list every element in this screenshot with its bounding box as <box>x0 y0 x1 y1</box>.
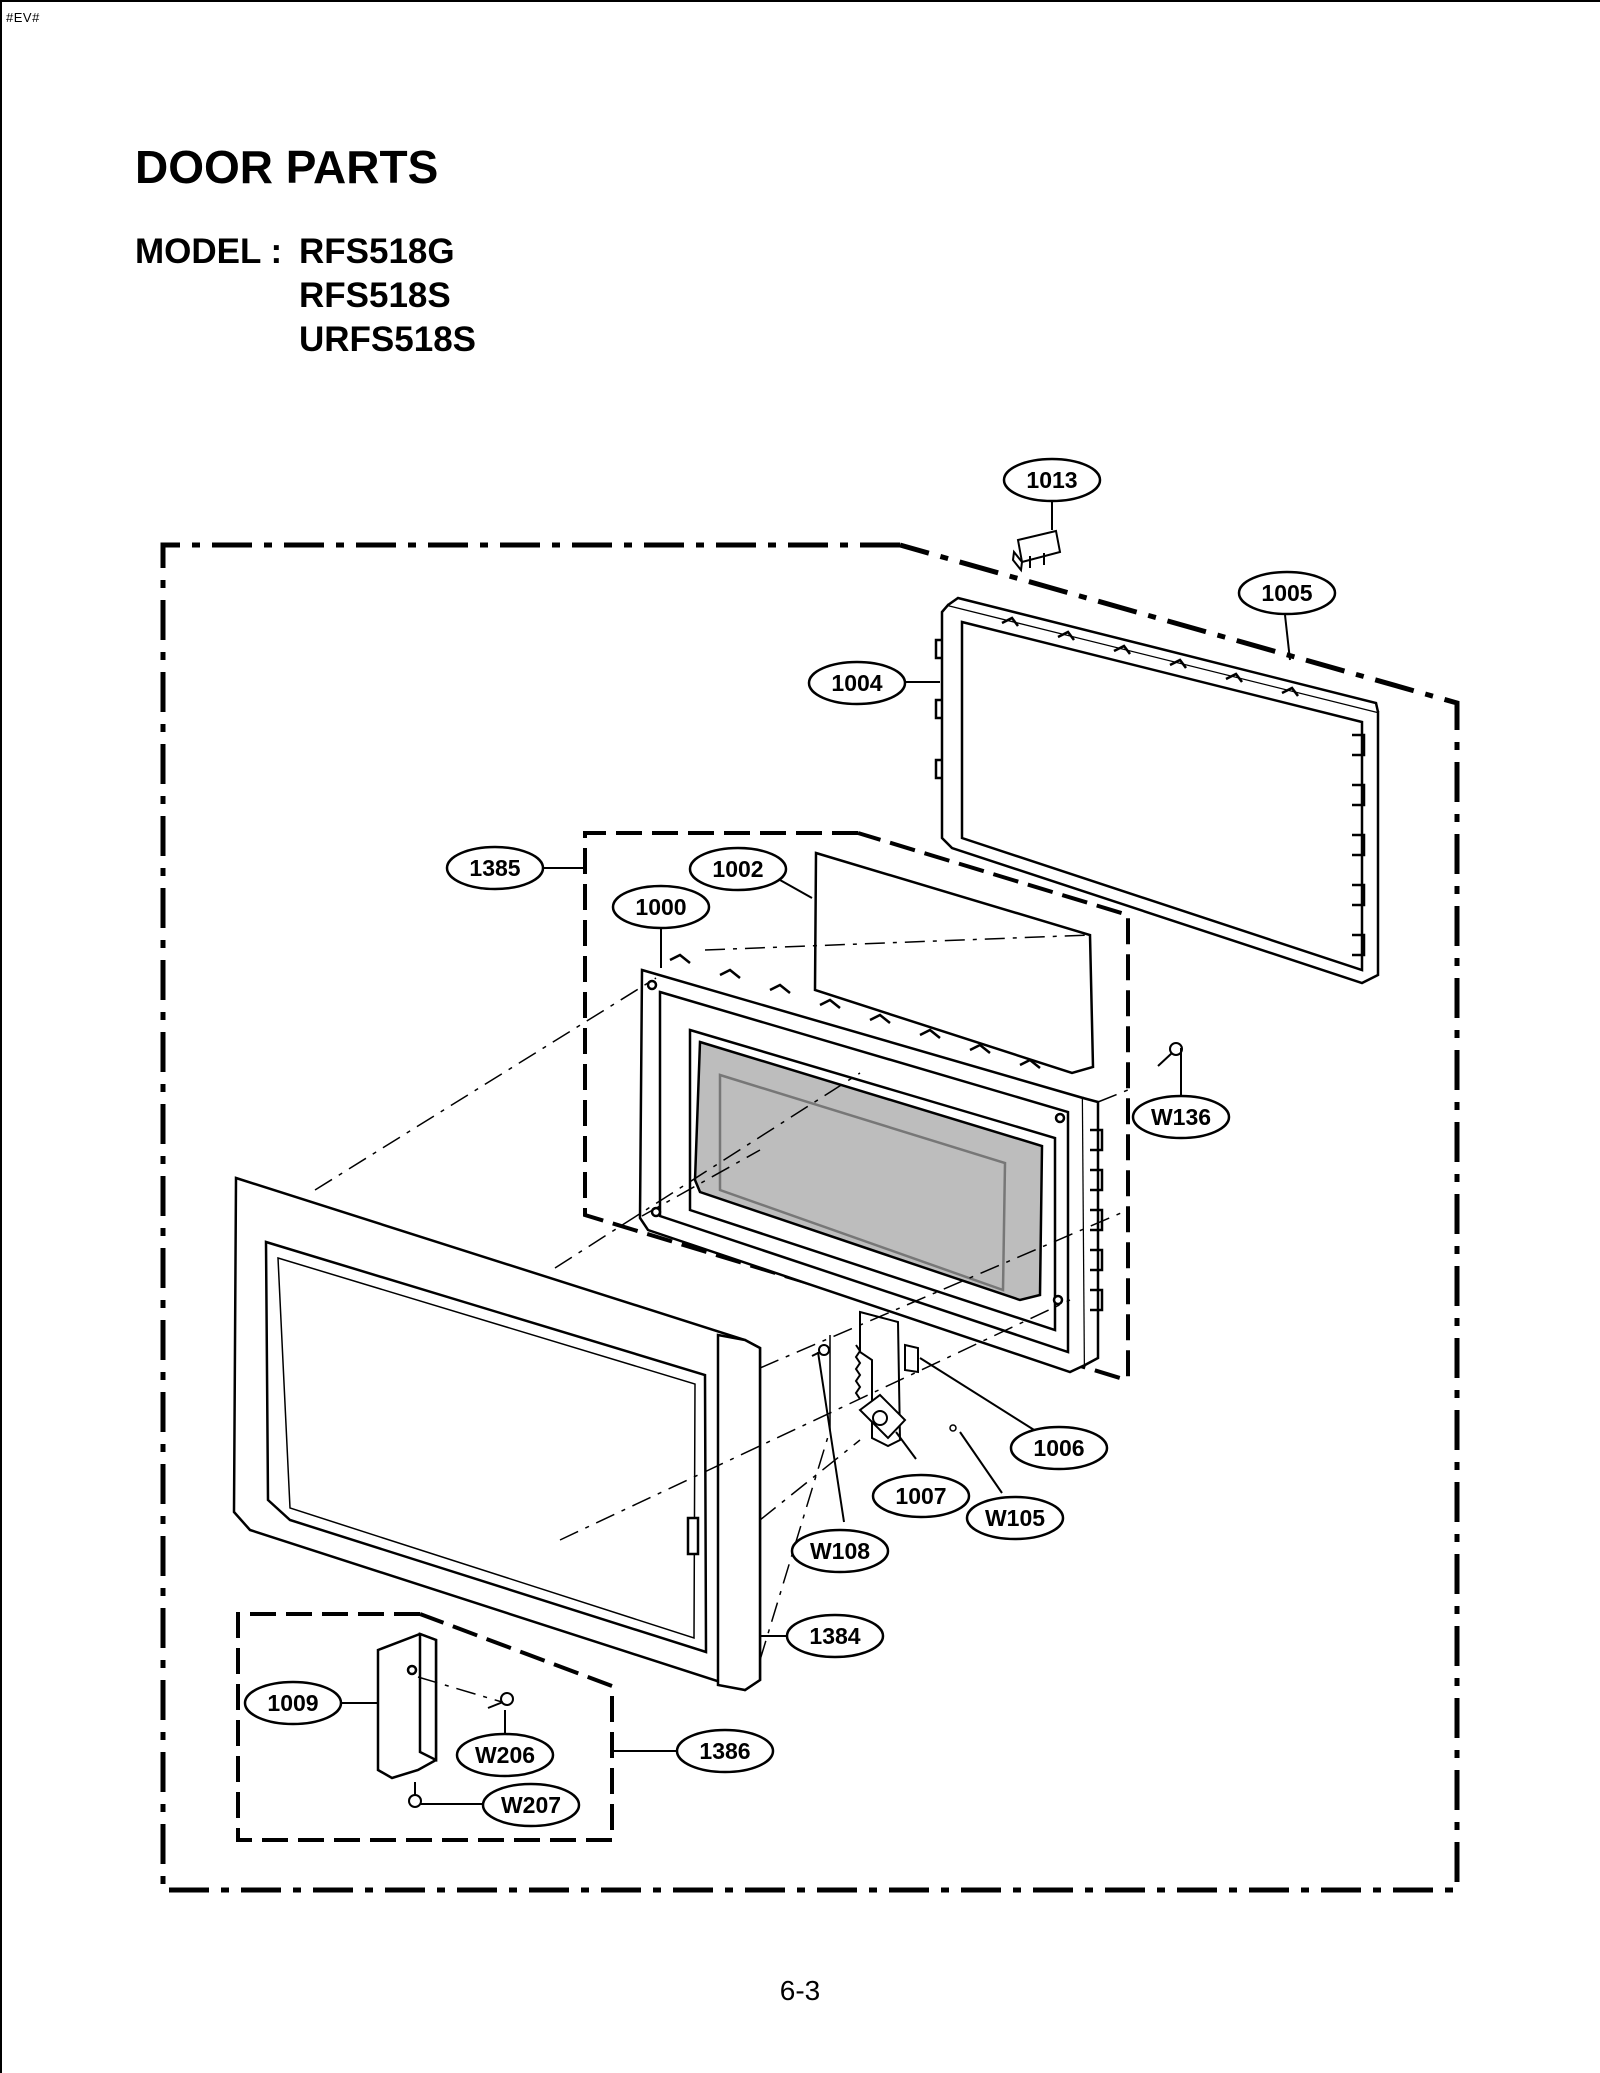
screw-w108 <box>811 1344 830 1357</box>
callout-1006: 1006 <box>1009 1425 1109 1471</box>
inner-door-group-boundary <box>583 831 1130 1380</box>
callout-1002: 1002 <box>688 846 788 892</box>
callout-w206: W206 <box>455 1732 555 1778</box>
part-1384-outer-door <box>232 1176 762 1692</box>
screw-w207 <box>408 1782 422 1808</box>
model-rfs518g: RFS518G <box>299 232 455 271</box>
callout-label: W206 <box>475 1742 535 1768</box>
page-number: 6-3 <box>779 1975 821 2006</box>
callout-label: 1384 <box>809 1623 860 1649</box>
screw-w105 <box>949 1424 957 1432</box>
callout-label: W136 <box>1151 1104 1211 1130</box>
model-label: MODEL : <box>135 232 283 271</box>
handle-group-boundary <box>236 1612 614 1842</box>
callout-1005: 1005 <box>1237 570 1337 616</box>
part-1006-1007-hook-lever <box>829 1310 919 1448</box>
callout-label: W105 <box>985 1505 1045 1531</box>
callout-w108: W108 <box>790 1528 890 1574</box>
callout-label: 1013 <box>1026 467 1077 493</box>
callout-label: 1002 <box>712 856 763 882</box>
callout-label: W108 <box>810 1538 870 1564</box>
outer-assembly-boundary <box>160 542 1460 1893</box>
callout-label: 1000 <box>635 894 686 920</box>
callout-1386: 1386 <box>675 1728 775 1774</box>
callout-1384: 1384 <box>785 1613 885 1659</box>
callout-w136: W136 <box>1131 1094 1231 1140</box>
page-title: DOOR PARTS <box>135 141 439 193</box>
callout-1009: 1009 <box>243 1680 343 1726</box>
part-1009-handle <box>376 1632 438 1780</box>
part-1004-choke-frame <box>934 596 1380 985</box>
callout-label: 1006 <box>1033 1435 1084 1461</box>
callout-1004: 1004 <box>807 660 907 706</box>
callout-label: 1386 <box>699 1738 750 1764</box>
corner-tag: #EV# <box>6 10 40 25</box>
part-1000-inner-door <box>638 953 1104 1374</box>
callout-label: W207 <box>501 1792 561 1818</box>
part-1013-latch <box>1011 529 1062 573</box>
callout-1013: 1013 <box>1002 457 1102 503</box>
screw-w136 <box>1157 1042 1183 1067</box>
callout-label: 1385 <box>469 855 520 881</box>
model-urfs518s: URFS518S <box>299 320 477 359</box>
callout-label: 1005 <box>1261 580 1312 606</box>
model-rfs518s: RFS518S <box>299 276 451 315</box>
callout-w105: W105 <box>965 1495 1065 1541</box>
callout-1000: 1000 <box>611 884 711 930</box>
callout-label: 1009 <box>267 1690 318 1716</box>
part-1002-screen-plate <box>813 851 1095 1075</box>
callout-1385: 1385 <box>445 845 545 891</box>
callout-1007: 1007 <box>871 1473 971 1519</box>
callout-w207: W207 <box>481 1782 581 1828</box>
screw-w206 <box>487 1692 514 1709</box>
callout-label: 1007 <box>895 1483 946 1509</box>
callout-label: 1004 <box>831 670 882 696</box>
